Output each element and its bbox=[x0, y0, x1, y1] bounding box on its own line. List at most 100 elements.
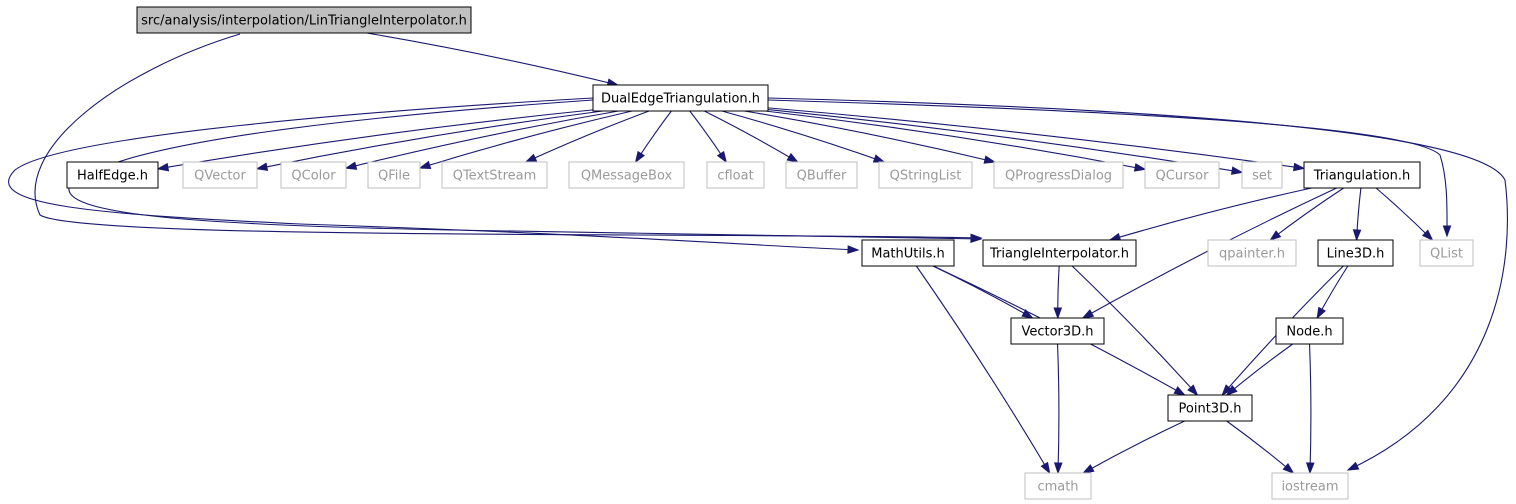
edge-point3d-to-cmath-arrowhead bbox=[1082, 464, 1095, 474]
edge-line3d-to-node bbox=[1316, 265, 1349, 320]
node-point3d[interactable]: Point3D.h bbox=[1167, 394, 1253, 422]
edge-root-to-dual bbox=[366, 32, 620, 87]
node-qmessagebox[interactable]: QMessageBox bbox=[568, 161, 685, 189]
edge-dual-to-cfloat bbox=[689, 110, 728, 164]
edge-dual-to-qcursor-arrowhead bbox=[1133, 163, 1147, 172]
edge-node-to-point3d bbox=[1225, 343, 1294, 396]
node-qtextstream[interactable]: QTextStream bbox=[441, 161, 548, 189]
edge-node-to-iostream-arrowhead bbox=[1305, 462, 1315, 475]
edge-dual-to-qbuffer bbox=[704, 110, 799, 163]
edge-dual-to-qprogressdialog bbox=[744, 110, 997, 164]
node-qfile-box bbox=[367, 161, 421, 189]
edge-vector3d-to-cmath-arrowhead bbox=[1053, 462, 1063, 475]
node-qcolor-label: QColor bbox=[291, 169, 336, 184]
edge-dual-to-qtextstream-line bbox=[525, 110, 650, 163]
edge-dual-to-qstringlist-line bbox=[721, 110, 885, 163]
node-node[interactable]: Node.h bbox=[1275, 317, 1344, 345]
edge-point3d-to-cmath bbox=[1082, 420, 1185, 474]
edge-dual-to-cfloat-arrowhead bbox=[716, 150, 728, 164]
node-qfile[interactable]: QFile bbox=[367, 161, 421, 189]
node-halfedge-label: HalfEdge.h bbox=[77, 169, 148, 184]
node-line3d-label: Line3D.h bbox=[1327, 247, 1385, 262]
node-set[interactable]: set bbox=[1241, 161, 1283, 189]
node-vector3d-box bbox=[1010, 317, 1105, 345]
node-qvector-label: QVector bbox=[194, 169, 246, 184]
edge-dual-to-qcursor bbox=[765, 110, 1147, 172]
node-qvector[interactable]: QVector bbox=[182, 161, 258, 189]
edge-node-to-point3d-line bbox=[1226, 343, 1294, 396]
edge-triinterp-to-vector3d-arrowhead bbox=[1053, 307, 1063, 320]
node-mathutils-label: MathUtils.h bbox=[871, 247, 945, 262]
edge-triinterp-to-point3d-arrowhead bbox=[1187, 384, 1199, 397]
node-qmessagebox-label: QMessageBox bbox=[581, 169, 673, 184]
node-point3d-label: Point3D.h bbox=[1179, 402, 1242, 417]
edge-dual-to-qstringlist bbox=[721, 110, 886, 163]
node-mathutils[interactable]: MathUtils.h bbox=[861, 239, 955, 267]
edge-dual-to-iostream-arrowhead bbox=[1346, 461, 1360, 471]
edge-point3d-to-iostream bbox=[1226, 420, 1295, 474]
node-node-box bbox=[1275, 317, 1344, 345]
edge-line3d-to-point3d-arrowhead bbox=[1221, 384, 1233, 397]
node-qcursor-label: QCursor bbox=[1156, 169, 1210, 184]
edge-root-to-triinterp bbox=[34, 33, 983, 243]
edge-dual-to-halfedge bbox=[156, 109, 594, 172]
edge-point3d-to-iostream-arrowhead bbox=[1282, 462, 1295, 474]
node-qstringlist-label: QStringList bbox=[890, 169, 962, 184]
node-iostream[interactable]: iostream bbox=[1271, 472, 1349, 500]
node-cfloat[interactable]: cfloat bbox=[706, 161, 765, 189]
node-qpainter[interactable]: qpainter.h bbox=[1207, 239, 1297, 267]
edge-dual-to-triinterp-arrowhead bbox=[970, 234, 983, 243]
edge-dual-to-qlist-line bbox=[767, 99, 1448, 237]
node-cmath-box bbox=[1024, 472, 1092, 500]
edge-node-to-iostream-line bbox=[1308, 343, 1312, 474]
edge-dual-to-halfedge-line bbox=[157, 109, 594, 170]
node-root-box bbox=[136, 6, 472, 34]
edge-triangulation-to-qpainter bbox=[1269, 187, 1344, 241]
node-qstringlist[interactable]: QStringList bbox=[878, 161, 973, 189]
edge-mathutils-to-vector3d bbox=[932, 265, 1034, 319]
edge-dual-to-qvector bbox=[255, 110, 603, 171]
edge-dual-to-qcolor-arrowhead bbox=[344, 161, 358, 170]
edge-dual-to-qcolor bbox=[344, 110, 619, 170]
node-halfedge[interactable]: HalfEdge.h bbox=[66, 161, 159, 189]
node-cmath[interactable]: cmath bbox=[1024, 472, 1092, 500]
edge-line3d-to-node-arrowhead bbox=[1316, 306, 1326, 320]
edge-mathutils-to-cmath bbox=[915, 265, 1051, 475]
node-qprogressdialog[interactable]: QProgressDialog bbox=[993, 161, 1124, 189]
node-cmath-label: cmath bbox=[1037, 480, 1078, 495]
node-triinterp[interactable]: TriangleInterpolator.h bbox=[982, 239, 1137, 267]
edge-triinterp-to-point3d bbox=[1071, 265, 1199, 397]
node-qcolor[interactable]: QColor bbox=[280, 161, 347, 189]
edge-dual-to-qcursor-line bbox=[765, 110, 1146, 170]
node-triinterp-label: TriangleInterpolator.h bbox=[989, 247, 1129, 262]
edge-dual-to-qstringlist-arrowhead bbox=[872, 154, 886, 163]
node-vector3d[interactable]: Vector3D.h bbox=[1010, 317, 1105, 345]
node-qfile-label: QFile bbox=[378, 169, 410, 184]
node-iostream-box bbox=[1271, 472, 1349, 500]
node-triangulation[interactable]: Triangulation.h bbox=[1303, 161, 1421, 189]
node-root[interactable]: src/analysis/interpolation/LinTriangleIn… bbox=[136, 6, 472, 34]
edge-root-to-dual-line bbox=[366, 32, 618, 86]
node-qpainter-label: qpainter.h bbox=[1219, 247, 1285, 262]
edge-dual-to-mathutils-line bbox=[8, 97, 859, 251]
edge-vector3d-to-cmath bbox=[1053, 343, 1063, 475]
edge-dual-to-triangulation-arrowhead bbox=[1293, 162, 1306, 172]
node-iostream-label: iostream bbox=[1281, 480, 1338, 495]
node-qcursor[interactable]: QCursor bbox=[1144, 161, 1220, 189]
node-qcursor-box bbox=[1144, 161, 1220, 189]
node-qbuffer[interactable]: QBuffer bbox=[785, 161, 858, 189]
edge-dual-to-qfile-arrowhead bbox=[418, 160, 432, 170]
edge-dual-to-set-arrowhead bbox=[1230, 166, 1244, 175]
edge-triangulation-to-vector3d-arrowhead bbox=[1081, 309, 1095, 319]
node-qpainter-box bbox=[1207, 239, 1297, 267]
edge-mathutils-to-cmath-line bbox=[915, 265, 1051, 474]
node-qlist[interactable]: QList bbox=[1419, 239, 1474, 267]
edge-dual-to-qprogressdialog-line bbox=[744, 110, 995, 163]
node-qmessagebox-box bbox=[568, 161, 685, 189]
node-dual[interactable]: DualEdgeTriangulation.h bbox=[592, 84, 769, 112]
node-triinterp-box bbox=[982, 239, 1137, 267]
node-line3d[interactable]: Line3D.h bbox=[1317, 239, 1394, 267]
edge-dual-to-mathutils bbox=[8, 97, 860, 254]
node-qbuffer-box bbox=[785, 161, 858, 189]
edge-dual-to-qlist-arrowhead bbox=[1442, 225, 1452, 238]
